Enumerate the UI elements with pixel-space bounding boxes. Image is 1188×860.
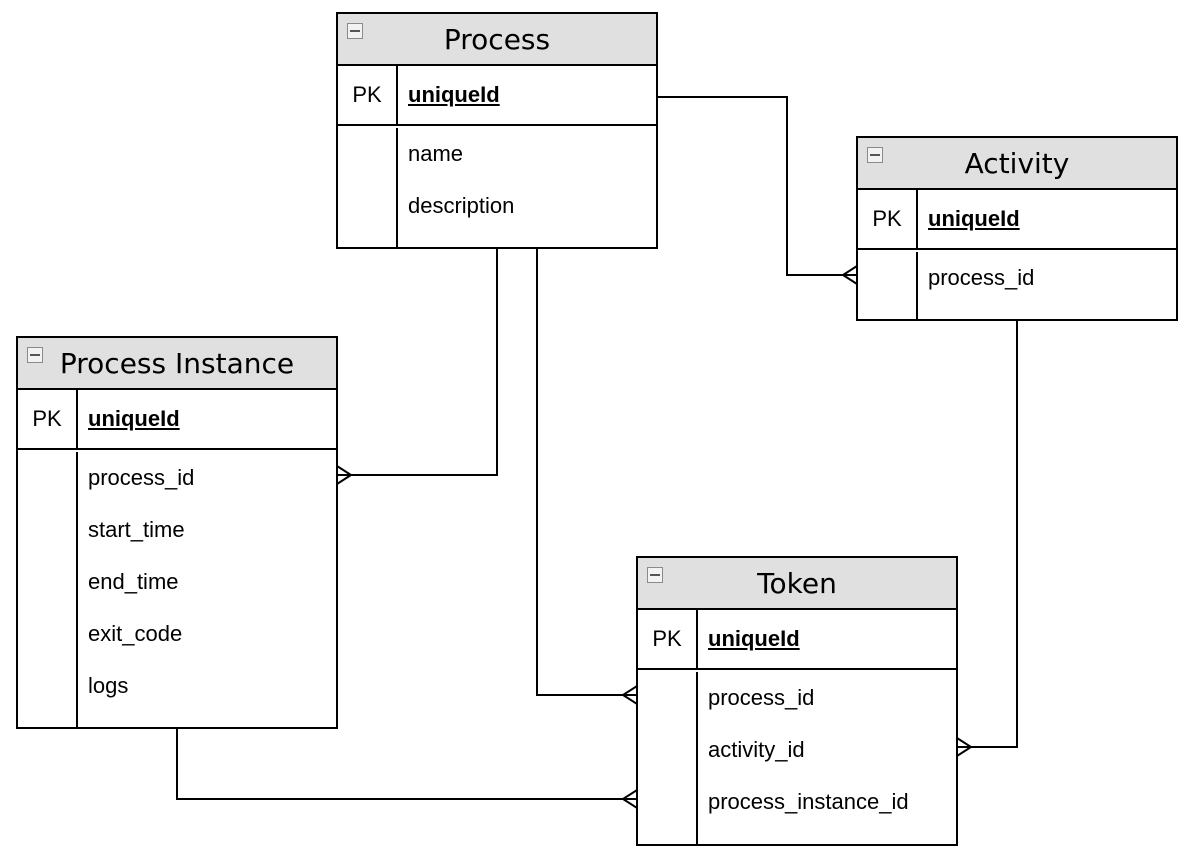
collapse-icon[interactable] [647, 567, 663, 583]
attribute-field[interactable]: process_id [88, 465, 195, 490]
crows-foot-icon [621, 789, 638, 809]
primary-key-row[interactable]: PK uniqueId [18, 390, 336, 450]
crows-foot-icon [841, 265, 858, 285]
attribute-list: name description [398, 128, 514, 247]
relationship-line [176, 728, 637, 800]
key-column [18, 452, 78, 727]
relationship-line [957, 320, 1018, 748]
crows-foot-icon [336, 465, 353, 485]
entity-title: Process Instance [59, 346, 295, 380]
relationship-process-activity[interactable] [657, 96, 858, 285]
attribute-list: process_id [918, 252, 1034, 319]
attribute-list: process_id start_time end_time exit_code… [78, 452, 194, 727]
entity-header: Activity [858, 138, 1176, 190]
primary-key-row[interactable]: PK uniqueId [638, 610, 956, 670]
entity-activity[interactable]: Activity PK uniqueId process_id [856, 136, 1178, 321]
attribute-section: process_id [858, 252, 1176, 319]
attribute-section: process_id start_time end_time exit_code… [18, 452, 336, 727]
relationship-process-process-instance[interactable] [336, 248, 498, 485]
attribute-field[interactable]: logs [88, 673, 129, 698]
attribute-field[interactable]: process_instance_id [708, 789, 909, 814]
primary-key-row[interactable]: PK uniqueId [338, 66, 656, 126]
collapse-icon[interactable] [27, 347, 43, 363]
collapse-icon[interactable] [347, 23, 363, 39]
attribute-field[interactable]: start_time [88, 517, 185, 542]
relationship-process-instance-token[interactable] [176, 728, 638, 809]
attribute-list: process_id activity_id process_instance_… [698, 672, 909, 844]
pk-field: uniqueId [928, 206, 1020, 231]
attribute-section: process_id activity_id process_instance_… [638, 672, 956, 844]
entity-title: Process [443, 22, 551, 56]
attribute-section: name description [338, 128, 656, 247]
attribute-field[interactable]: activity_id [708, 737, 805, 762]
pk-field: uniqueId [408, 82, 500, 107]
attribute-field[interactable]: process_id [928, 265, 1035, 290]
key-column [638, 672, 698, 844]
entity-header: Process Instance [18, 338, 336, 390]
pk-field: uniqueId [708, 626, 800, 651]
entity-title: Token [757, 566, 837, 600]
entity-process-instance[interactable]: Process Instance PK uniqueId process_id … [16, 336, 338, 729]
pk-label: PK [638, 610, 698, 668]
pk-label: PK [858, 190, 918, 248]
key-column [338, 128, 398, 247]
relationship-line [657, 96, 857, 276]
collapse-icon[interactable] [867, 147, 883, 163]
relationship-line [337, 248, 498, 476]
crows-foot-icon [621, 685, 638, 705]
attribute-field[interactable]: process_id [708, 685, 815, 710]
primary-key-row[interactable]: PK uniqueId [858, 190, 1176, 250]
attribute-field[interactable]: exit_code [88, 621, 183, 646]
pk-label: PK [338, 66, 398, 124]
attribute-field[interactable]: description [408, 193, 515, 218]
entity-header: Process [338, 14, 656, 66]
entity-title: Activity [964, 146, 1070, 180]
entity-process[interactable]: Process PK uniqueId name description [336, 12, 658, 249]
relationship-line [536, 248, 637, 696]
relationship-activity-token[interactable] [956, 320, 1018, 757]
pk-field: uniqueId [88, 406, 180, 431]
attribute-field[interactable]: name [408, 141, 464, 166]
crows-foot-icon [956, 737, 973, 757]
entity-header: Token [638, 558, 956, 610]
pk-label: PK [18, 390, 78, 448]
entity-token[interactable]: Token PK uniqueId process_id activity_id… [636, 556, 958, 846]
relationship-process-token[interactable] [536, 248, 638, 705]
attribute-field[interactable]: end_time [88, 569, 179, 594]
key-column [858, 252, 918, 319]
